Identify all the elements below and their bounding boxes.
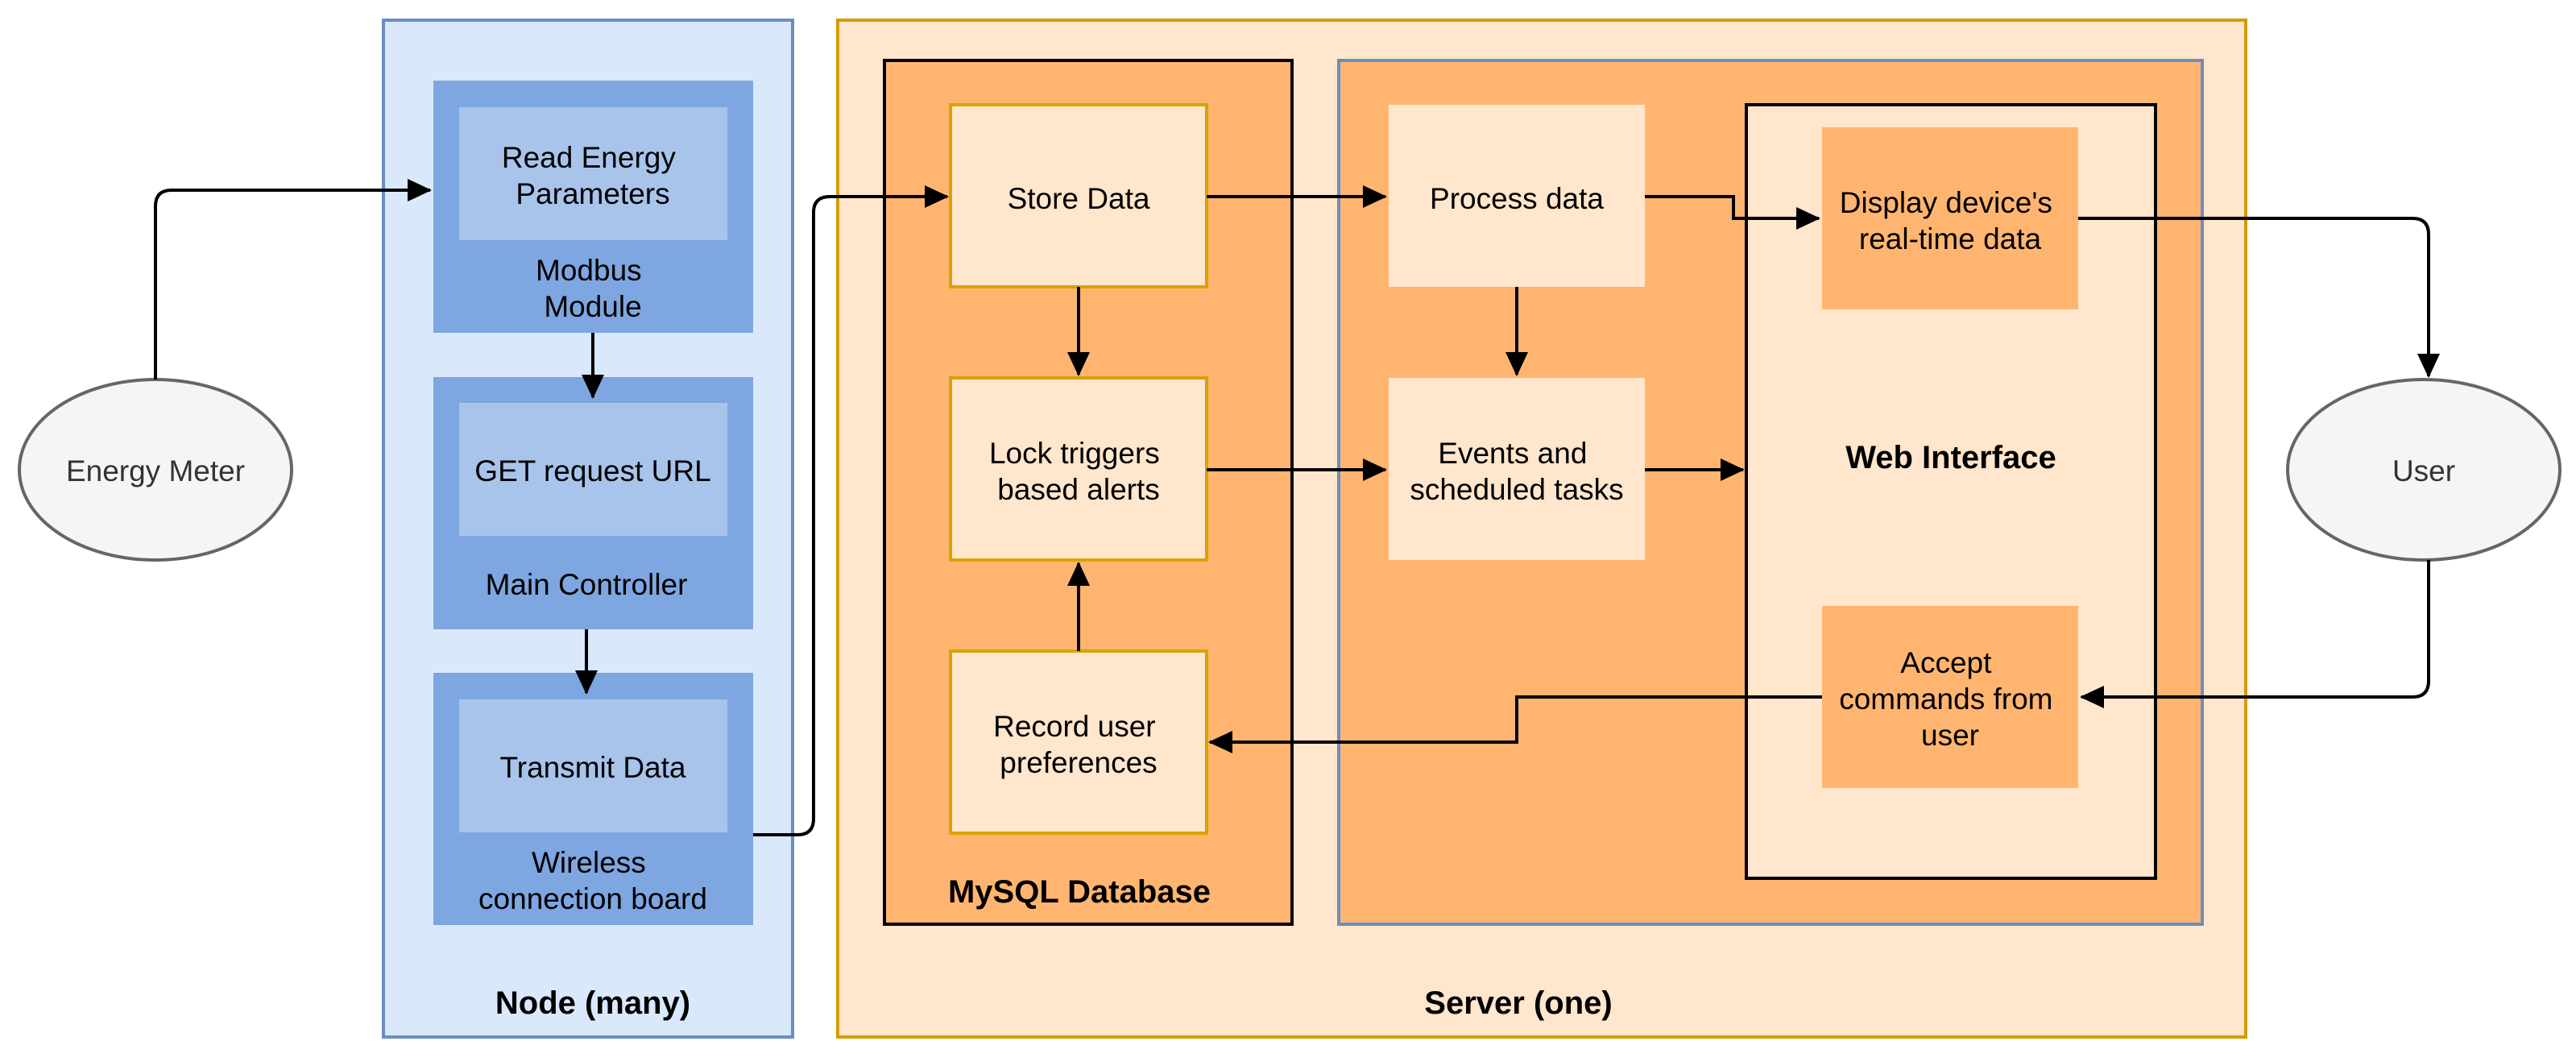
events-tasks-box [1389,378,1645,560]
server-group-title: Server (one) [1424,985,1612,1021]
lock-triggers-box [949,376,1208,562]
read-energy-label: Read Energy Parameters [502,141,684,210]
mysql-database-title: MySQL Database [948,874,1211,910]
transmit-data-label: Transmit Data [500,751,686,784]
process-data-box [1389,105,1645,287]
arrow-display-to-user [2078,217,2440,378]
arrow-accept-to-record [1208,695,1822,753]
wireless-board-label: Wireless connection board [478,846,707,915]
record-preferences-box [949,649,1208,835]
arrow-process-to-display [1645,195,1820,230]
read-energy-box [459,107,727,240]
lock-triggers-label: Lock triggers based alerts [989,437,1168,506]
arrow-user-to-accept [2080,560,2430,708]
energy-meter-label: Energy Meter [66,454,245,487]
display-data-label: Display device's real-time data [1840,186,2060,255]
transmit-data-box [459,699,727,832]
store-data-box [949,103,1208,288]
store-data-label: Store Data [1008,182,1150,215]
main-controller-label: Main Controller [486,568,688,601]
modbus-module-label: Modbus Module [536,254,650,323]
accept-commands-label: Accept commands from user [1839,646,2061,752]
process-data-label: Process data [1430,182,1604,215]
user-node [2286,378,2562,562]
web-interface-title: Web Interface [1845,440,2056,475]
accept-commands-box [1822,606,2078,788]
record-preferences-label: Record user preferences [993,710,1164,779]
events-tasks-label: Events and scheduled tasks [1410,437,1623,506]
user-label: User [2392,454,2455,487]
arrow-wireless-to-store [753,185,949,836]
get-request-box [459,403,727,536]
get-request-label: GET request URL [474,454,710,487]
arrow-meter-to-modbus [154,179,432,380]
display-data-box [1822,127,2078,309]
node-group-title: Node (many) [495,985,690,1021]
